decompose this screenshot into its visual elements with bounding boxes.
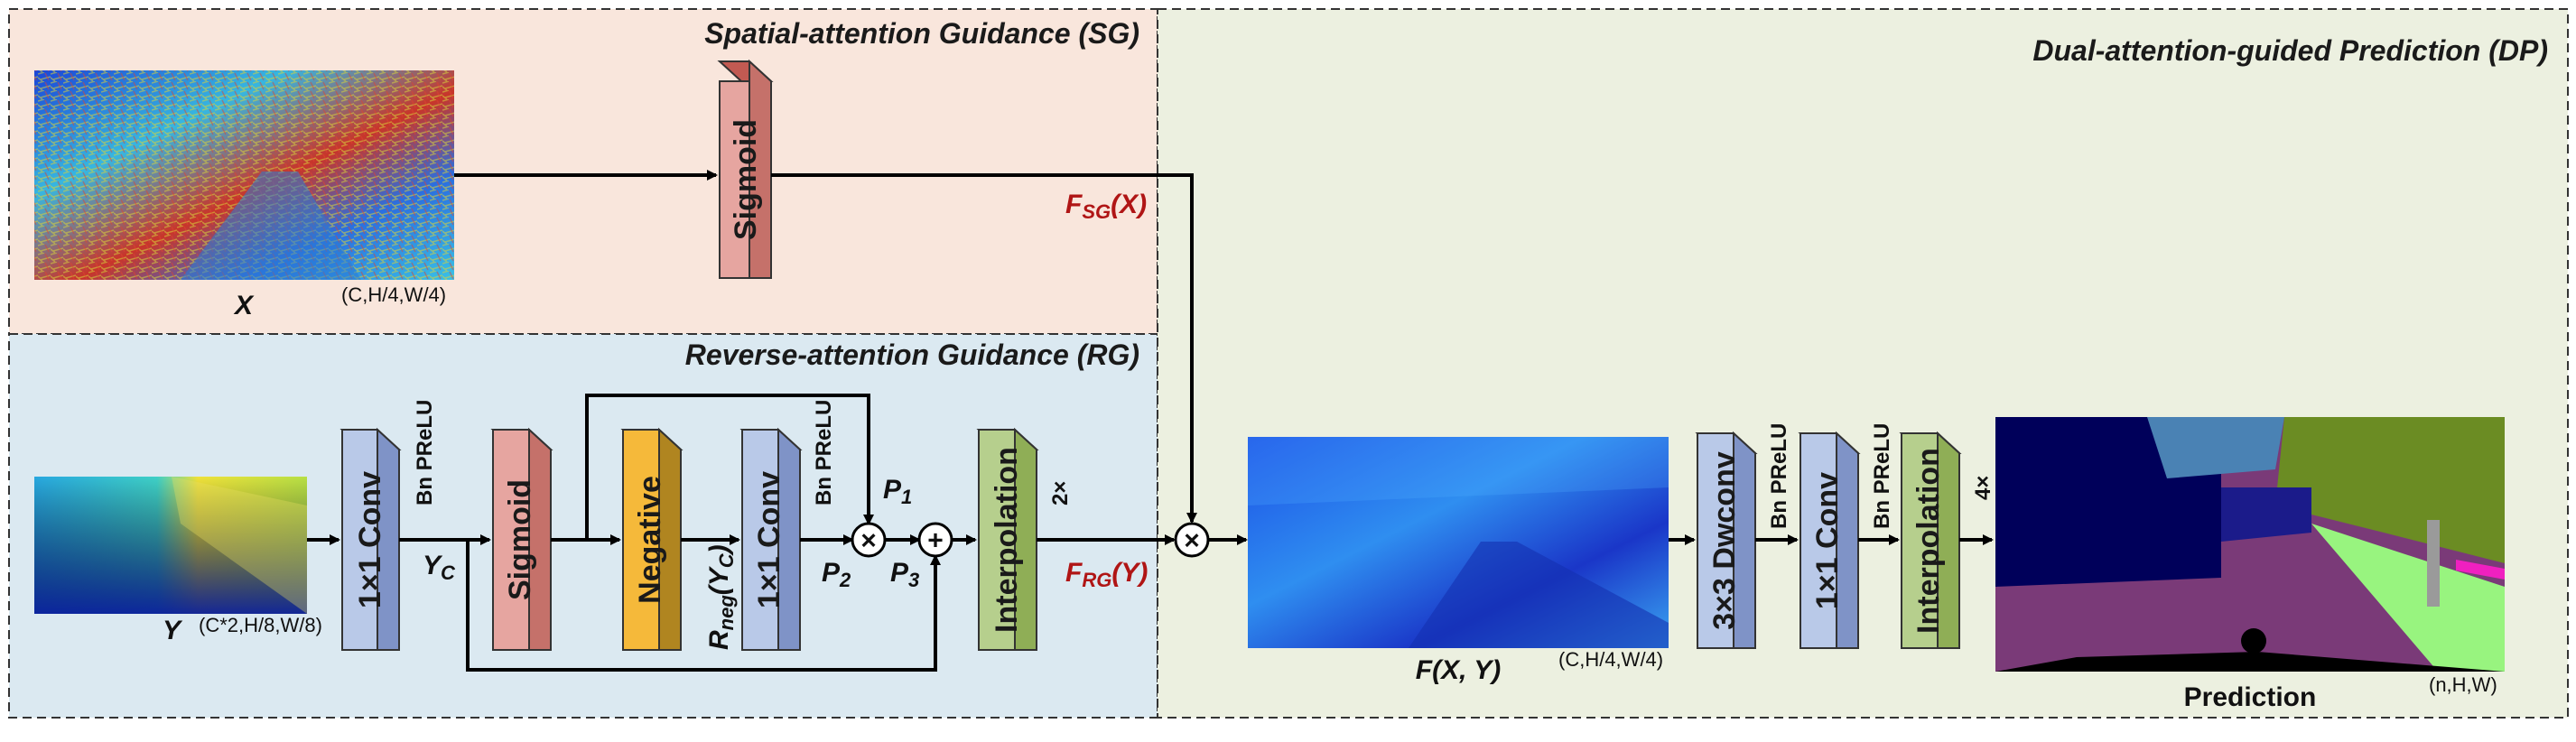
p1-label: P1 bbox=[883, 475, 912, 508]
rg-conv2-bn: Bn PReLU bbox=[812, 400, 836, 505]
dp-conv-label: 1×1 Conv bbox=[1810, 472, 1845, 609]
input-y-dims: (C*2,H/8,W/8) bbox=[199, 614, 322, 636]
input-x-dims: (C,H/4,W/4) bbox=[341, 283, 446, 306]
dp-title: Dual-attention-guided Prediction (DP) bbox=[2032, 34, 2548, 67]
svg-text:×: × bbox=[860, 526, 877, 556]
sg-sigmoid-label: Sigmoid bbox=[729, 119, 763, 240]
dp-dwconv-bn: Bn PReLU bbox=[1767, 423, 1791, 529]
rg-title: Reverse-attention Guidance (RG) bbox=[685, 339, 1139, 371]
rg-conv2-label: 1×1 Conv bbox=[752, 471, 786, 608]
prediction-dims: (n,H,W) bbox=[2429, 673, 2497, 696]
prediction-image bbox=[1995, 417, 2505, 672]
wire-fsg-to-multiply bbox=[771, 173, 1197, 524]
rg-negative-label: Negative bbox=[633, 476, 667, 604]
rneg-label: Rneg(YC) bbox=[704, 544, 738, 650]
rg-upsample-2x: 2× bbox=[1048, 481, 1073, 505]
rg-sigmoid-block: Sigmoid bbox=[490, 427, 553, 651]
rg-conv1-label: 1×1 Conv bbox=[353, 471, 387, 608]
wire-yc-skip bbox=[466, 540, 941, 672]
fxy-image bbox=[1248, 437, 1669, 648]
input-x-label: X bbox=[233, 291, 255, 320]
rg-conv2-block: 1×1 Conv bbox=[739, 427, 803, 651]
svg-text:+: + bbox=[927, 526, 944, 556]
rg-conv1-block: 1×1 Conv bbox=[339, 427, 402, 651]
dp-dwconv-block: 3×3 Dwconv bbox=[1695, 431, 1758, 649]
rg-interpolation-label: Interpolation bbox=[990, 447, 1024, 633]
sg-sigmoid-block: Sigmoid bbox=[717, 59, 774, 279]
svg-text:×: × bbox=[1184, 526, 1200, 556]
dp-interpolation-label: Interpolation bbox=[1911, 448, 1946, 634]
input-x-image bbox=[34, 70, 454, 280]
sg-title: Spatial-attention Guidance (SG) bbox=[704, 17, 1139, 50]
wire-p1-branch bbox=[585, 394, 874, 540]
fxy-dims: (C,H/4,W/4) bbox=[1558, 648, 1663, 671]
rg-add-op: + bbox=[917, 522, 953, 558]
p2-label: P2 bbox=[822, 558, 851, 591]
dp-dwconv-label: 3×3 Dwconv bbox=[1707, 451, 1742, 630]
rg-conv1-bn: Bn PReLU bbox=[413, 400, 437, 505]
rg-interpolation-block: Interpolation bbox=[976, 427, 1039, 651]
rg-negative-block: Negative bbox=[620, 427, 684, 651]
input-y-image bbox=[34, 477, 307, 614]
frg-label: FRG(Y) bbox=[1065, 558, 1148, 591]
yc-label: YC bbox=[423, 551, 456, 584]
rg-sigmoid-label: Sigmoid bbox=[503, 479, 537, 600]
dp-conv-block: 1×1 Conv bbox=[1798, 431, 1861, 649]
prediction-label: Prediction bbox=[2184, 682, 2317, 712]
dp-interpolation-block: Interpolation bbox=[1899, 431, 1962, 649]
dp-conv-bn: Bn PReLU bbox=[1870, 423, 1894, 529]
input-y-label: Y bbox=[163, 616, 183, 645]
p3-label: P3 bbox=[890, 558, 919, 591]
fxy-label: F(X, Y) bbox=[1416, 655, 1501, 685]
fsg-label: FSG(X) bbox=[1065, 190, 1147, 223]
rg-multiply-op: × bbox=[851, 522, 887, 558]
dp-multiply-op: × bbox=[1174, 522, 1210, 558]
dp-upsample-4x: 4× bbox=[1971, 476, 1995, 500]
